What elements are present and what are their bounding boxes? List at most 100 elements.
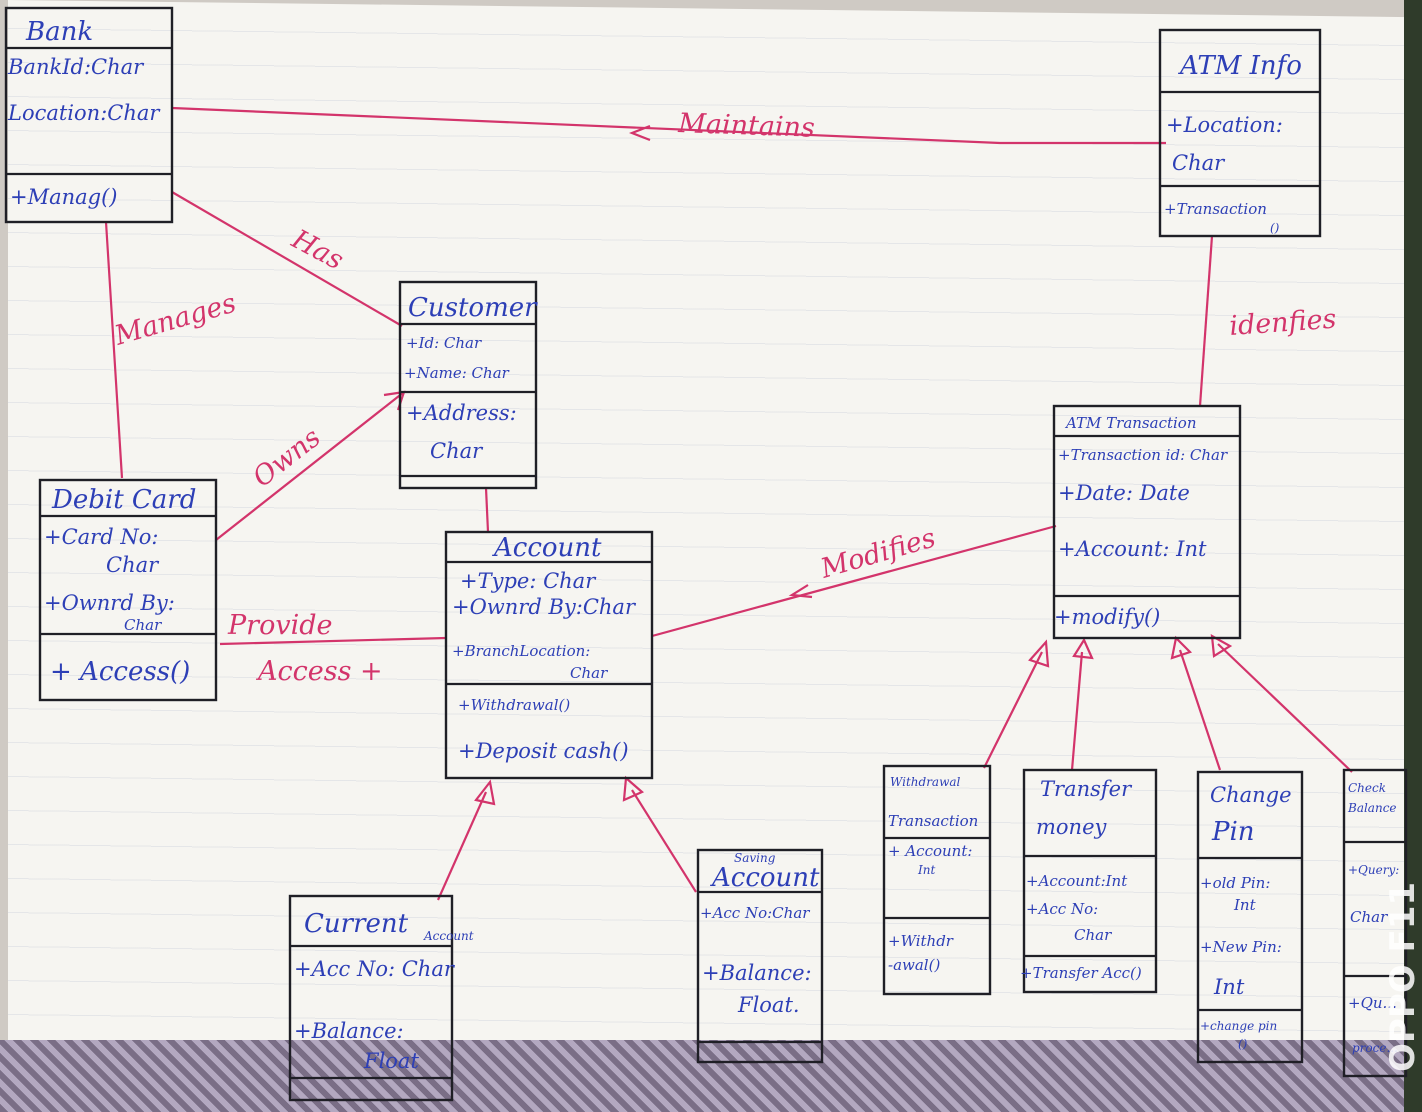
atm-info-op-2: () [1270,221,1280,235]
bank-attr-2: Location:Char [7,101,161,125]
atm-transaction-op-1: +modify() [1054,605,1160,629]
class-change-pin: Change Pin +old Pin: Int +New Pin: Int +… [1196,770,1304,1064]
class-customer: Customer +Id: Char +Name: Char +Address:… [398,280,538,490]
withdrawal-op-2: -awal() [888,956,940,974]
withdrawal-frame [882,764,992,996]
class-current-account: Current Account +Acc No: Char +Balance: … [288,894,474,1102]
changepin-generalization-line [1178,649,1222,771]
transfer-name: Transfer [1040,777,1133,801]
atm-transaction-attr-2: +Date: Date [1058,481,1190,505]
transfer-attr-1: +Account:Int [1026,872,1128,890]
atm-info-attr-1: +Location: [1166,113,1283,137]
saving-account-name: Account [710,863,820,893]
withdrawal-attr-2: Int [917,863,935,877]
modifies-arrow [788,584,813,599]
check-balance-op-1: +Qu... [1348,994,1397,1012]
current-account-attr-1: +Acc No: Char [294,957,456,981]
transfer-name-2: money [1036,815,1108,839]
class-debit-card: Debit Card +Card No: Char +Ownrd By: Cha… [38,478,218,702]
account-attr-2: +Ownrd By:Char [452,595,637,619]
saving-account-attr-3: Float. [737,993,800,1017]
withdrawal-generalization-line [983,651,1043,769]
transfer-generalization-line [1070,651,1084,771]
withdrawal-name-2: Transaction [888,812,978,830]
modifies-line [651,524,1057,638]
customer-name: Customer [408,293,538,323]
maintains-label: Maintains [677,108,816,144]
change-pin-attr-3: +New Pin: [1200,938,1282,956]
account-attr-1: +Type: Char [460,569,597,593]
debit-card-attr-4: Char [124,616,162,634]
account-op-1: +Withdrawal() [458,696,570,714]
camera-watermark: OPPO F11 [1383,882,1422,1072]
saving-generalization-head [622,775,645,802]
customer-frame [398,280,538,490]
change-pin-op-1: +change pin [1200,1019,1277,1033]
atm-info-frame [1158,28,1322,238]
saving-account-name-prefix: Saving [734,851,776,865]
class-check-balance: Check Balance +Query: Char +Qu... proce.… [1342,768,1408,1078]
class-atm-transaction: ATM Transaction +Transaction id: Char +D… [1052,404,1242,640]
background-cloth [0,1040,1422,1112]
bank-name: Bank [25,17,93,47]
saving-generalization-line [631,789,697,893]
check-balance-name: Check [1348,781,1386,795]
change-pin-name: Change [1210,783,1292,807]
manages-label: Manages [110,288,239,352]
current-account-frame [288,894,454,1102]
owns-line [215,391,405,541]
identifies-line [1198,235,1214,407]
class-saving-account: Saving Account +Acc No:Char +Balance: Fl… [696,848,824,1064]
bank-op-1: +Manag() [10,185,118,209]
provide-access-line [219,636,447,646]
current-account-attr-3: Float [363,1049,419,1073]
account-name: Account [492,533,602,563]
bank-attr-1: BankId:Char [7,55,145,79]
atm-transaction-attr-3: +Account: Int [1058,537,1207,561]
atm-info-name: ATM Info [1178,51,1302,81]
change-pin-frame [1196,770,1304,1064]
change-pin-attr-4: Int [1213,975,1245,999]
account-attr-3: +BranchLocation: [452,642,590,660]
account-frame [444,530,654,780]
change-pin-op-2: () [1238,1037,1248,1051]
customer-attr-2: +Name: Char [404,364,510,382]
checkbalance-generalization-line [1217,643,1353,773]
transfer-attr-2: +Acc No: [1026,900,1098,918]
identifies-label: idenfies [1228,304,1337,342]
bank-frame [4,6,174,224]
account-attr-4: Char [570,664,608,682]
withdrawal-op-1: +Withdr [888,932,954,950]
change-pin-attr-2: Int [1233,896,1257,914]
debit-card-op-1: + Access() [50,657,190,687]
debit-card-attr-1: +Card No: [44,525,158,549]
transfer-attr-3: Char [1074,926,1112,944]
change-pin-attr-1: +old Pin: [1200,874,1270,892]
provide-access-label-1: Provide [227,610,332,641]
atm-info-attr-2: Char [1172,151,1226,175]
withdrawal-attr-1: + Account: [888,842,972,860]
maintains-line [171,106,1166,145]
atm-transaction-attr-1: +Transaction id: Char [1058,446,1228,464]
checkbalance-generalization-head [1210,634,1233,658]
manages-line [104,221,124,479]
saving-account-frame [696,848,824,1064]
current-account-name: Current [304,909,409,939]
maintains-arrow [628,124,651,142]
check-balance-name-2: Balance [1347,801,1397,815]
withdrawal-generalization-head [1028,639,1050,668]
background-edge [1404,0,1422,1112]
provide-access-label-2: Access + [255,656,383,687]
check-balance-attr-2: Char [1350,908,1388,926]
transfer-generalization-head [1072,637,1094,660]
debit-card-frame [38,478,218,702]
current-generalization-head [474,779,496,806]
current-account-attr-2: +Balance: [294,1019,404,1043]
check-balance-frame [1342,768,1408,1078]
check-balance-op-2: proce... [1352,1041,1398,1055]
saving-account-attr-2: +Balance: [702,961,812,985]
has-label: Has [286,223,349,276]
has-line [171,191,403,327]
class-atm-info: ATM Info +Location: Char +Transaction () [1158,28,1322,238]
